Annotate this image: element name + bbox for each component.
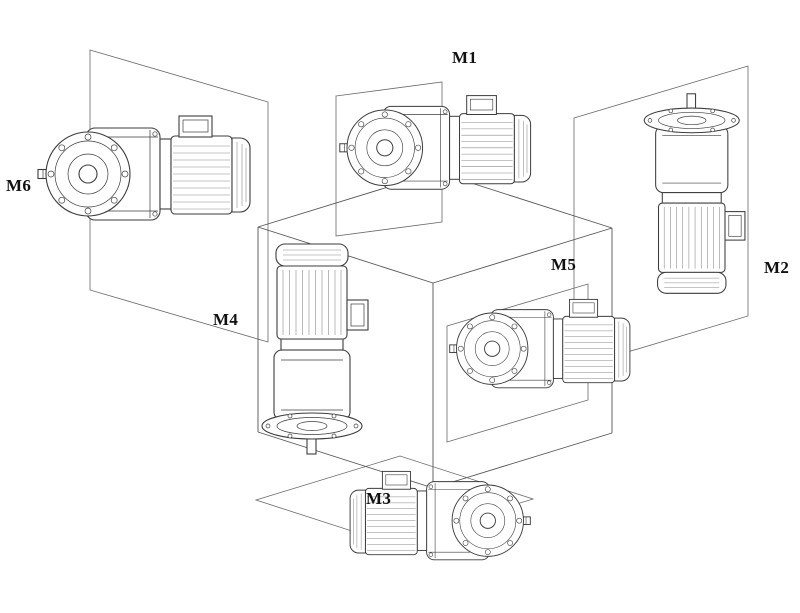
gearmotor-m2	[643, 93, 746, 294]
gearmotor-m6	[37, 115, 251, 221]
mounting-plane-m5	[446, 283, 589, 443]
gearmotor-m3	[349, 470, 531, 561]
label-m6: M6	[6, 176, 32, 195]
mounting-plane-m3	[254, 455, 535, 544]
gearmotor-m5	[449, 298, 631, 389]
gearmotor-m1	[339, 95, 532, 190]
label-m1: M1	[452, 48, 478, 67]
label-m5: M5	[551, 255, 577, 274]
mounting-plane-m1	[335, 81, 443, 237]
label-m2: M2	[764, 258, 790, 277]
label-m4: M4	[213, 310, 239, 329]
gearmotor-m4	[261, 243, 369, 455]
mounting-plane-m2	[573, 65, 749, 369]
label-m3: M3	[366, 489, 392, 508]
